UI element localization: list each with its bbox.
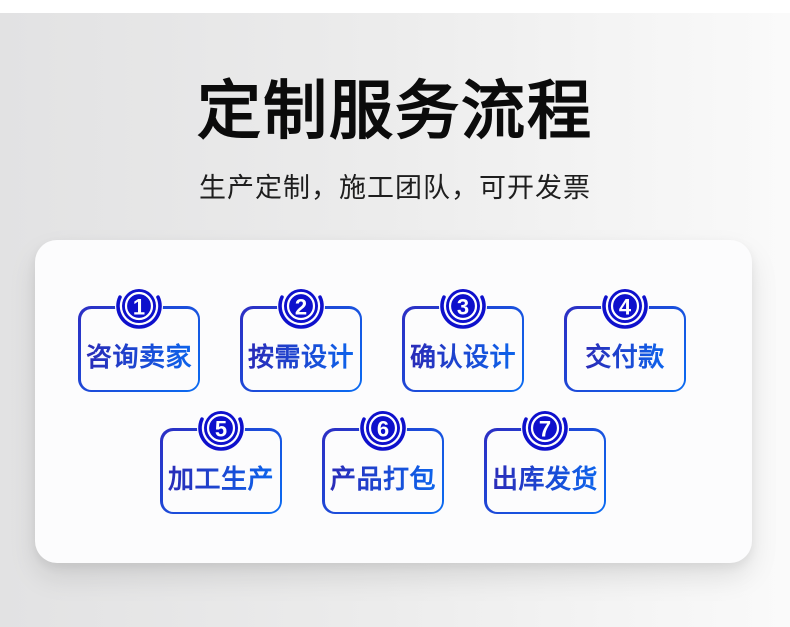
step-box-4: 交付款 4	[564, 282, 686, 392]
page-subtitle: 生产定制，施工团队，可开发票	[199, 173, 591, 203]
step-label: 咨询卖家	[86, 337, 192, 374]
step-box-3: 确认设计 3	[402, 282, 524, 392]
step-label: 按需设计	[248, 337, 354, 374]
step-box-body: 确认设计	[404, 308, 522, 390]
step-number-badge-icon: 1	[113, 280, 165, 332]
step-number: 5	[215, 416, 227, 441]
step-label: 出库发货	[492, 459, 598, 496]
step-number-badge-icon: 7	[519, 402, 571, 454]
step-number: 3	[457, 294, 469, 319]
step-label: 加工生产	[168, 459, 274, 496]
top-white-strip	[0, 0, 790, 13]
step-number-badge-icon: 5	[195, 402, 247, 454]
steps-row-1: 咨询卖家 1 按需设计	[78, 282, 686, 392]
step-number: 1	[133, 294, 145, 319]
steps-row-2: 加工生产 5 产品打包	[160, 404, 606, 514]
step-number: 4	[619, 294, 632, 319]
step-label: 交付款	[585, 337, 665, 374]
step-box-body: 交付款	[566, 308, 684, 390]
step-box-7: 出库发货 7	[484, 404, 606, 514]
step-number-badge-icon: 2	[275, 280, 327, 332]
step-box-5: 加工生产 5	[160, 404, 282, 514]
step-number-badge-icon: 6	[357, 402, 409, 454]
step-number-badge-icon: 4	[599, 280, 651, 332]
step-number: 6	[377, 416, 389, 441]
step-box-1: 咨询卖家 1	[78, 282, 200, 392]
step-number-badge-icon: 3	[437, 280, 489, 332]
step-box-6: 产品打包 6	[322, 404, 444, 514]
step-label: 产品打包	[330, 459, 436, 496]
step-label: 确认设计	[410, 337, 516, 374]
page-title: 定制服务流程	[197, 75, 593, 147]
step-box-2: 按需设计 2	[240, 282, 362, 392]
process-card: 咨询卖家 1 按需设计	[35, 240, 752, 563]
step-number: 7	[539, 416, 551, 441]
step-number: 2	[295, 294, 307, 319]
